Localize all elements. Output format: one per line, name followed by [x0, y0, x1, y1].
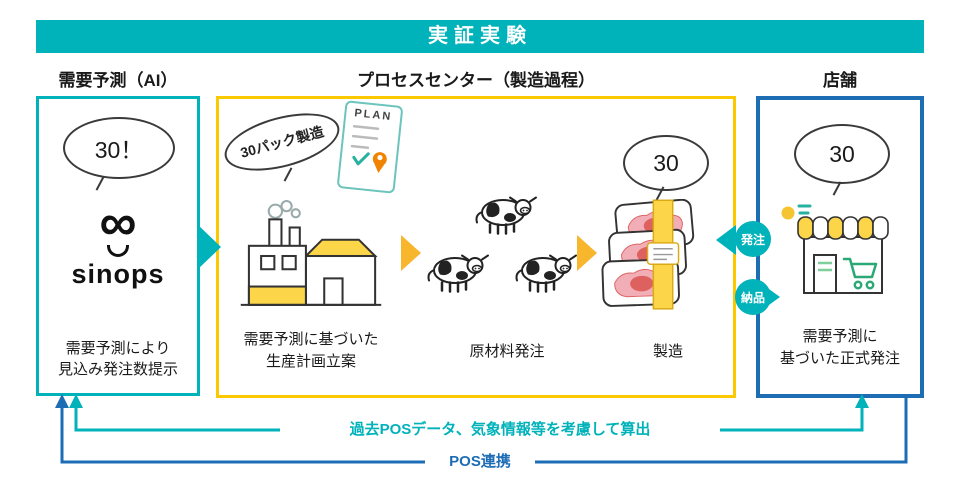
forecast-caption-line2: 見込み発注数提示 — [57, 361, 178, 379]
store-count-text: 30 — [829, 140, 855, 167]
planning-caption-line1: 需要予測に基づいた — [243, 331, 379, 348]
delivery-badge: 納品 — [735, 279, 771, 315]
store-caption: 需要予測に 基づいた正式発注 — [760, 326, 920, 370]
planning-caption: 需要予測に基づいた 生産計画立案 — [219, 329, 403, 373]
header-store: 店舗 — [823, 71, 857, 90]
process-box: 30パック製造 PLAN — [216, 96, 736, 398]
materials-caption: 原材料発注 — [469, 343, 545, 360]
plan-clipboard: PLAN — [336, 100, 404, 194]
manufacturing-caption: 製造 — [652, 343, 683, 360]
planning-to-materials-arrow-icon — [401, 235, 421, 271]
forecast-caption: 需要予測により 見込み発注数提示 — [39, 338, 197, 382]
forecast-count-bubble: 30！ — [63, 117, 175, 179]
manufacturing-count-bubble: 30 — [623, 135, 709, 191]
feedback-connectors — [55, 394, 908, 464]
sinops-logo: ∞ sinops — [39, 197, 197, 290]
pos-calculation-note: 過去POSデータ、気象情報等を考慮して算出 — [280, 420, 720, 440]
smile-icon — [107, 245, 129, 257]
order-badge: 発注 — [735, 221, 771, 257]
order-arrow-icon — [716, 225, 736, 255]
banner-title: 実証実験 — [428, 25, 532, 47]
title-banner: 実証実験 — [36, 20, 924, 53]
blue-arrowhead-left — [55, 394, 69, 408]
header-forecast: 需要予測（AI） — [58, 71, 178, 90]
awning — [797, 216, 889, 240]
forecast-caption-line1: 需要予測により — [65, 339, 171, 357]
sinops-wordmark: sinops — [71, 259, 165, 289]
pos-link-note: POS連携 — [425, 452, 535, 472]
sun-icon — [781, 206, 795, 220]
forecast-count-text: 30！ — [94, 137, 144, 163]
factory-illustration — [240, 200, 382, 306]
bubble-tail — [95, 176, 105, 191]
bubble-tail — [283, 167, 293, 182]
store-illustration — [781, 204, 889, 294]
infinity-icon: ∞ — [99, 194, 137, 252]
teal-arrowhead-left — [69, 394, 83, 408]
forecast-to-process-arrow-icon — [197, 224, 221, 270]
store-caption-line1: 需要予測に — [802, 328, 878, 345]
shopping-cart-icon — [842, 257, 878, 290]
meat-packs-illustration — [601, 199, 695, 310]
planning-bubble-text: 30パック製造 — [238, 123, 326, 161]
cows-illustration — [427, 196, 578, 293]
planning-caption-line2: 生産計画立案 — [265, 352, 356, 370]
store-box: 30 需要予測に 基づいた正式発注 — [756, 96, 924, 398]
forecast-box: 30！ ∞ sinops 需要予測により 見込み発注数提示 — [36, 96, 200, 396]
store-caption-line2: 基づいた正式発注 — [779, 349, 900, 367]
materials-to-manufacturing-arrow-icon — [577, 235, 597, 271]
planning-bubble: 30パック製造 — [218, 102, 346, 182]
store-count-bubble: 30 — [794, 124, 890, 184]
manufacturing-count-text: 30 — [653, 149, 679, 176]
header-process-center: プロセスセンター（製造過程） — [357, 71, 595, 90]
plan-clipboard-graphic — [350, 124, 387, 174]
